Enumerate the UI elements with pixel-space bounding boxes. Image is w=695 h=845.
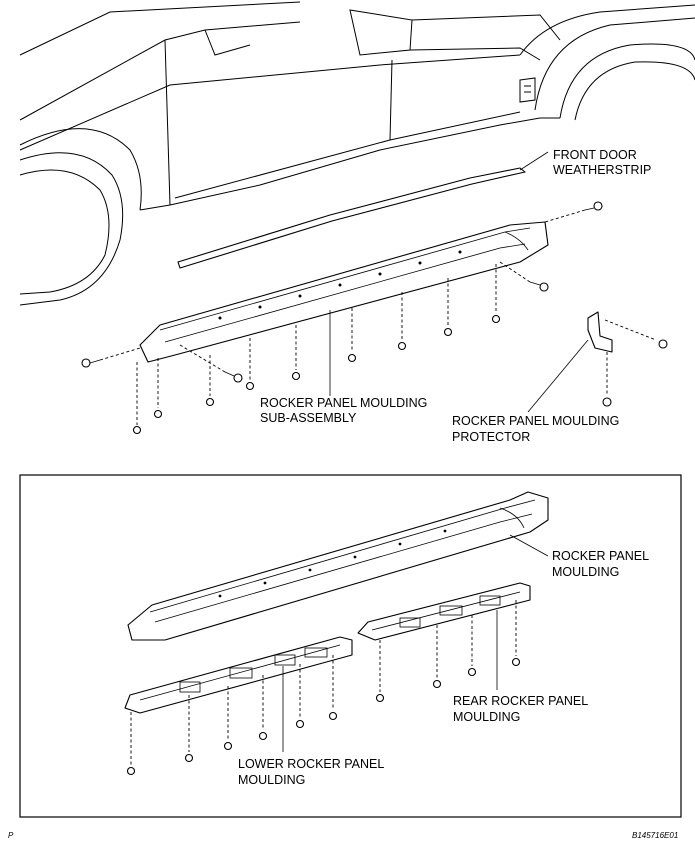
- fastener-clips-top: [81, 201, 603, 435]
- screw-icon: [224, 371, 243, 383]
- label-rocker-panel-moulding-line2: MOULDING: [552, 565, 619, 579]
- corner-letter: P: [8, 831, 14, 840]
- label-rocker-panel-moulding-subassembly: ROCKER PANEL MOULDING: [260, 396, 427, 410]
- lower-rocker-panel-moulding: [124, 636, 353, 752]
- screw-icon: [529, 281, 549, 292]
- label-lower-rocker-panel-moulding-line2: MOULDING: [238, 773, 305, 787]
- screw-icon: [81, 358, 101, 368]
- detail-frame: [19, 474, 682, 818]
- vehicle-body-outline: [19, 1, 695, 306]
- rocker-panel-moulding: [127, 491, 549, 641]
- fastener-clips-bottom: [126, 600, 521, 776]
- screw-icon: [584, 201, 603, 211]
- figure-code: B145716E01: [632, 831, 678, 840]
- rocker-panel-moulding-subassembly: [139, 221, 549, 396]
- label-lower-rocker-panel-moulding: LOWER ROCKER PANEL: [238, 757, 384, 771]
- label-rear-rocker-panel-moulding: REAR ROCKER PANEL: [453, 694, 588, 708]
- label-rocker-panel-moulding-protector: ROCKER PANEL MOULDING: [452, 414, 619, 428]
- label-rocker-panel-moulding-protector-line2: PROTECTOR: [452, 430, 530, 444]
- label-front-door-weatherstrip-line2: WEATHERSTRIP: [553, 163, 651, 177]
- screw-icon: [658, 339, 668, 349]
- label-rear-rocker-panel-moulding-line2: MOULDING: [453, 710, 520, 724]
- rear-rocker-panel-moulding: [357, 582, 531, 690]
- label-front-door-weatherstrip: FRONT DOOR: [553, 148, 637, 162]
- rocker-panel-moulding-protector: [527, 311, 668, 413]
- label-rocker-panel-moulding: ROCKER PANEL: [552, 549, 649, 563]
- label-rocker-panel-moulding-subassembly-line2: SUB-ASSEMBLY: [260, 411, 357, 425]
- front-door-weatherstrip: [177, 151, 549, 269]
